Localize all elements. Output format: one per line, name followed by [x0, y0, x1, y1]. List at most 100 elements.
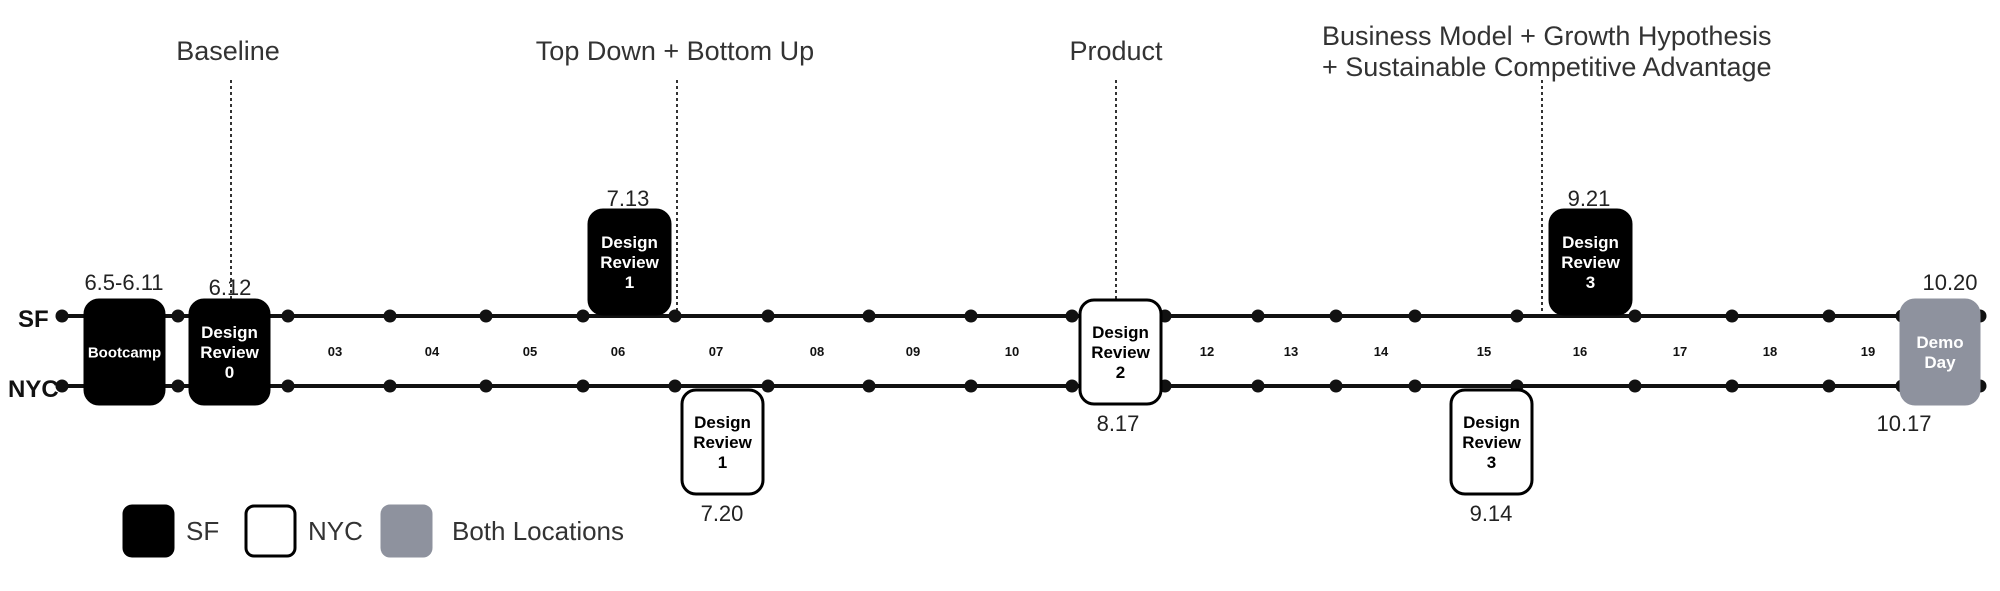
sf-node-dot [479, 309, 493, 323]
week-label: 15 [1477, 344, 1491, 359]
event-box-label: Review [1561, 253, 1620, 272]
legend-label-sf: SF [186, 516, 219, 546]
week-label: 17 [1673, 344, 1687, 359]
event-box-label: Demo [1916, 333, 1963, 352]
nyc-node-dot [281, 379, 295, 393]
milestone-label: Top Down + Bottom Up [536, 36, 814, 66]
event-box-label: 0 [225, 363, 234, 382]
row-label-sf: SF [18, 306, 49, 333]
nyc-node-dot [1725, 379, 1739, 393]
sf-node-dot [171, 309, 185, 323]
week-label: 04 [425, 344, 440, 359]
event-box-label: Review [1091, 343, 1150, 362]
event-box-label: Design [601, 233, 658, 252]
event-box-shape [188, 298, 271, 406]
nyc-node-dot [1628, 379, 1642, 393]
event-box-shape [1899, 298, 1981, 406]
week-label: 12 [1200, 344, 1214, 359]
nyc-node-dot [668, 379, 682, 393]
event-box-shape [680, 388, 765, 496]
legend-swatch-sf [122, 504, 175, 558]
legend-label-nyc: NYC [308, 516, 363, 546]
event-date: 7.13 [607, 186, 650, 211]
week-label: 19 [1861, 344, 1875, 359]
week-label: 03 [328, 344, 342, 359]
event-box-shape [1548, 208, 1633, 316]
week-label: 13 [1284, 344, 1298, 359]
nyc-node-dot [1408, 379, 1422, 393]
sf-node-dot [1628, 309, 1642, 323]
event-box-label: Design [1092, 323, 1149, 342]
nyc-node-dot [862, 379, 876, 393]
event-box-label: Design [694, 413, 751, 432]
week-label: 18 [1763, 344, 1777, 359]
event-box-shape [1449, 388, 1534, 496]
event-box-label: Review [600, 253, 659, 272]
event-date: 9.21 [1568, 186, 1611, 211]
event-box-shape [587, 208, 672, 316]
sf-node-dot [281, 309, 295, 323]
event-box-label: Bootcamp [88, 344, 161, 361]
week-label: 05 [523, 344, 537, 359]
event-box-label: Design [1562, 233, 1619, 252]
week-label: 10 [1005, 344, 1019, 359]
sf-node-dot [576, 309, 590, 323]
legend-swatch-both [380, 504, 433, 558]
event-box-label: 3 [1487, 453, 1496, 472]
nyc-node-dot [55, 379, 69, 393]
milestone-label: Business Model + Growth Hypothesis [1322, 21, 1771, 51]
nyc-node-dot [1251, 379, 1265, 393]
event-box-label: Review [693, 433, 752, 452]
event-box-label: Design [1463, 413, 1520, 432]
sf-node-dot [761, 309, 775, 323]
nyc-node-dot [964, 379, 978, 393]
sf-node-dot [1822, 309, 1836, 323]
legend-label-both: Both Locations [452, 516, 624, 546]
week-label: 08 [810, 344, 824, 359]
sf-node-dot [383, 309, 397, 323]
event-box-label: Day [1924, 353, 1956, 372]
sf-node-dot [862, 309, 876, 323]
event-date-nyc: 10.17 [1876, 411, 1931, 436]
event-box-label: 1 [625, 273, 634, 292]
week-label: 07 [709, 344, 723, 359]
event-box-label: 2 [1116, 363, 1125, 382]
sf-node-dot [1065, 309, 1079, 323]
row-label-nyc: NYC [8, 376, 59, 403]
event-box-label: Review [1462, 433, 1521, 452]
nyc-node-dot [383, 379, 397, 393]
sf-node-dot [1510, 309, 1524, 323]
event-date: 10.20 [1922, 270, 1977, 295]
sf-node-dot [1329, 309, 1343, 323]
sf-node-dot [1251, 309, 1265, 323]
sf-node-dot [55, 309, 69, 323]
milestone-label: Baseline [176, 36, 280, 66]
nyc-node-dot [1065, 379, 1079, 393]
event-date: 9.14 [1470, 501, 1513, 526]
event-box-label: Review [200, 343, 259, 362]
nyc-node-dot [171, 379, 185, 393]
sf-node-dot [1408, 309, 1422, 323]
event-box-label: 1 [718, 453, 727, 472]
event-box-label: Design [201, 323, 258, 342]
nyc-node-dot [1822, 379, 1836, 393]
sf-node-dot [668, 309, 682, 323]
nyc-node-dot [1329, 379, 1343, 393]
milestone-label: + Sustainable Competitive Advantage [1322, 52, 1772, 82]
nyc-node-dot [479, 379, 493, 393]
event-date: 7.20 [701, 501, 744, 526]
week-label: 09 [906, 344, 920, 359]
nyc-node-dot [761, 379, 775, 393]
event-box-shape [83, 298, 166, 406]
event-box-shape [1078, 298, 1163, 406]
week-label: 14 [1374, 344, 1389, 359]
event-box-bootcamp: Bootcamp [83, 298, 166, 406]
event-date: 8.17 [1097, 411, 1140, 436]
